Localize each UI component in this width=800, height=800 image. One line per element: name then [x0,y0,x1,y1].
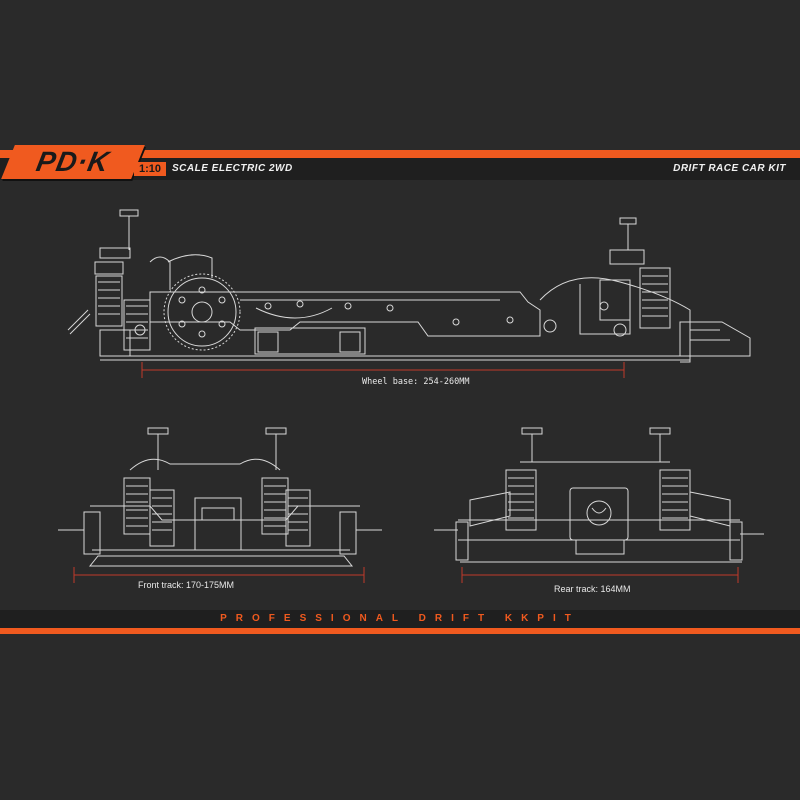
header-band [0,150,800,180]
footer-accent-line [0,628,800,634]
footer-tagline: PROFESSIONAL DRIFT KKPIT [220,613,580,624]
kit-title: DRIFT RACE CAR KIT [673,163,786,174]
side-view-chassis [67,209,751,363]
rear-track-label: Rear track: 164MM [554,584,631,594]
scale-badge: 1:10 [134,162,166,176]
wheel-base-label: Wheel base: 254-260MM [362,377,470,387]
dimension-lines [73,362,739,583]
footer-strip [0,610,800,628]
rear-view-chassis [434,427,764,563]
front-track-label: Front track: 170-175MM [138,580,235,590]
front-view-chassis [58,427,382,567]
header-accent-line [0,150,800,158]
scale-subtitle: SCALE ELECTRIC 2WD [172,163,293,174]
footer-band [0,610,800,634]
header-strip [0,158,800,180]
